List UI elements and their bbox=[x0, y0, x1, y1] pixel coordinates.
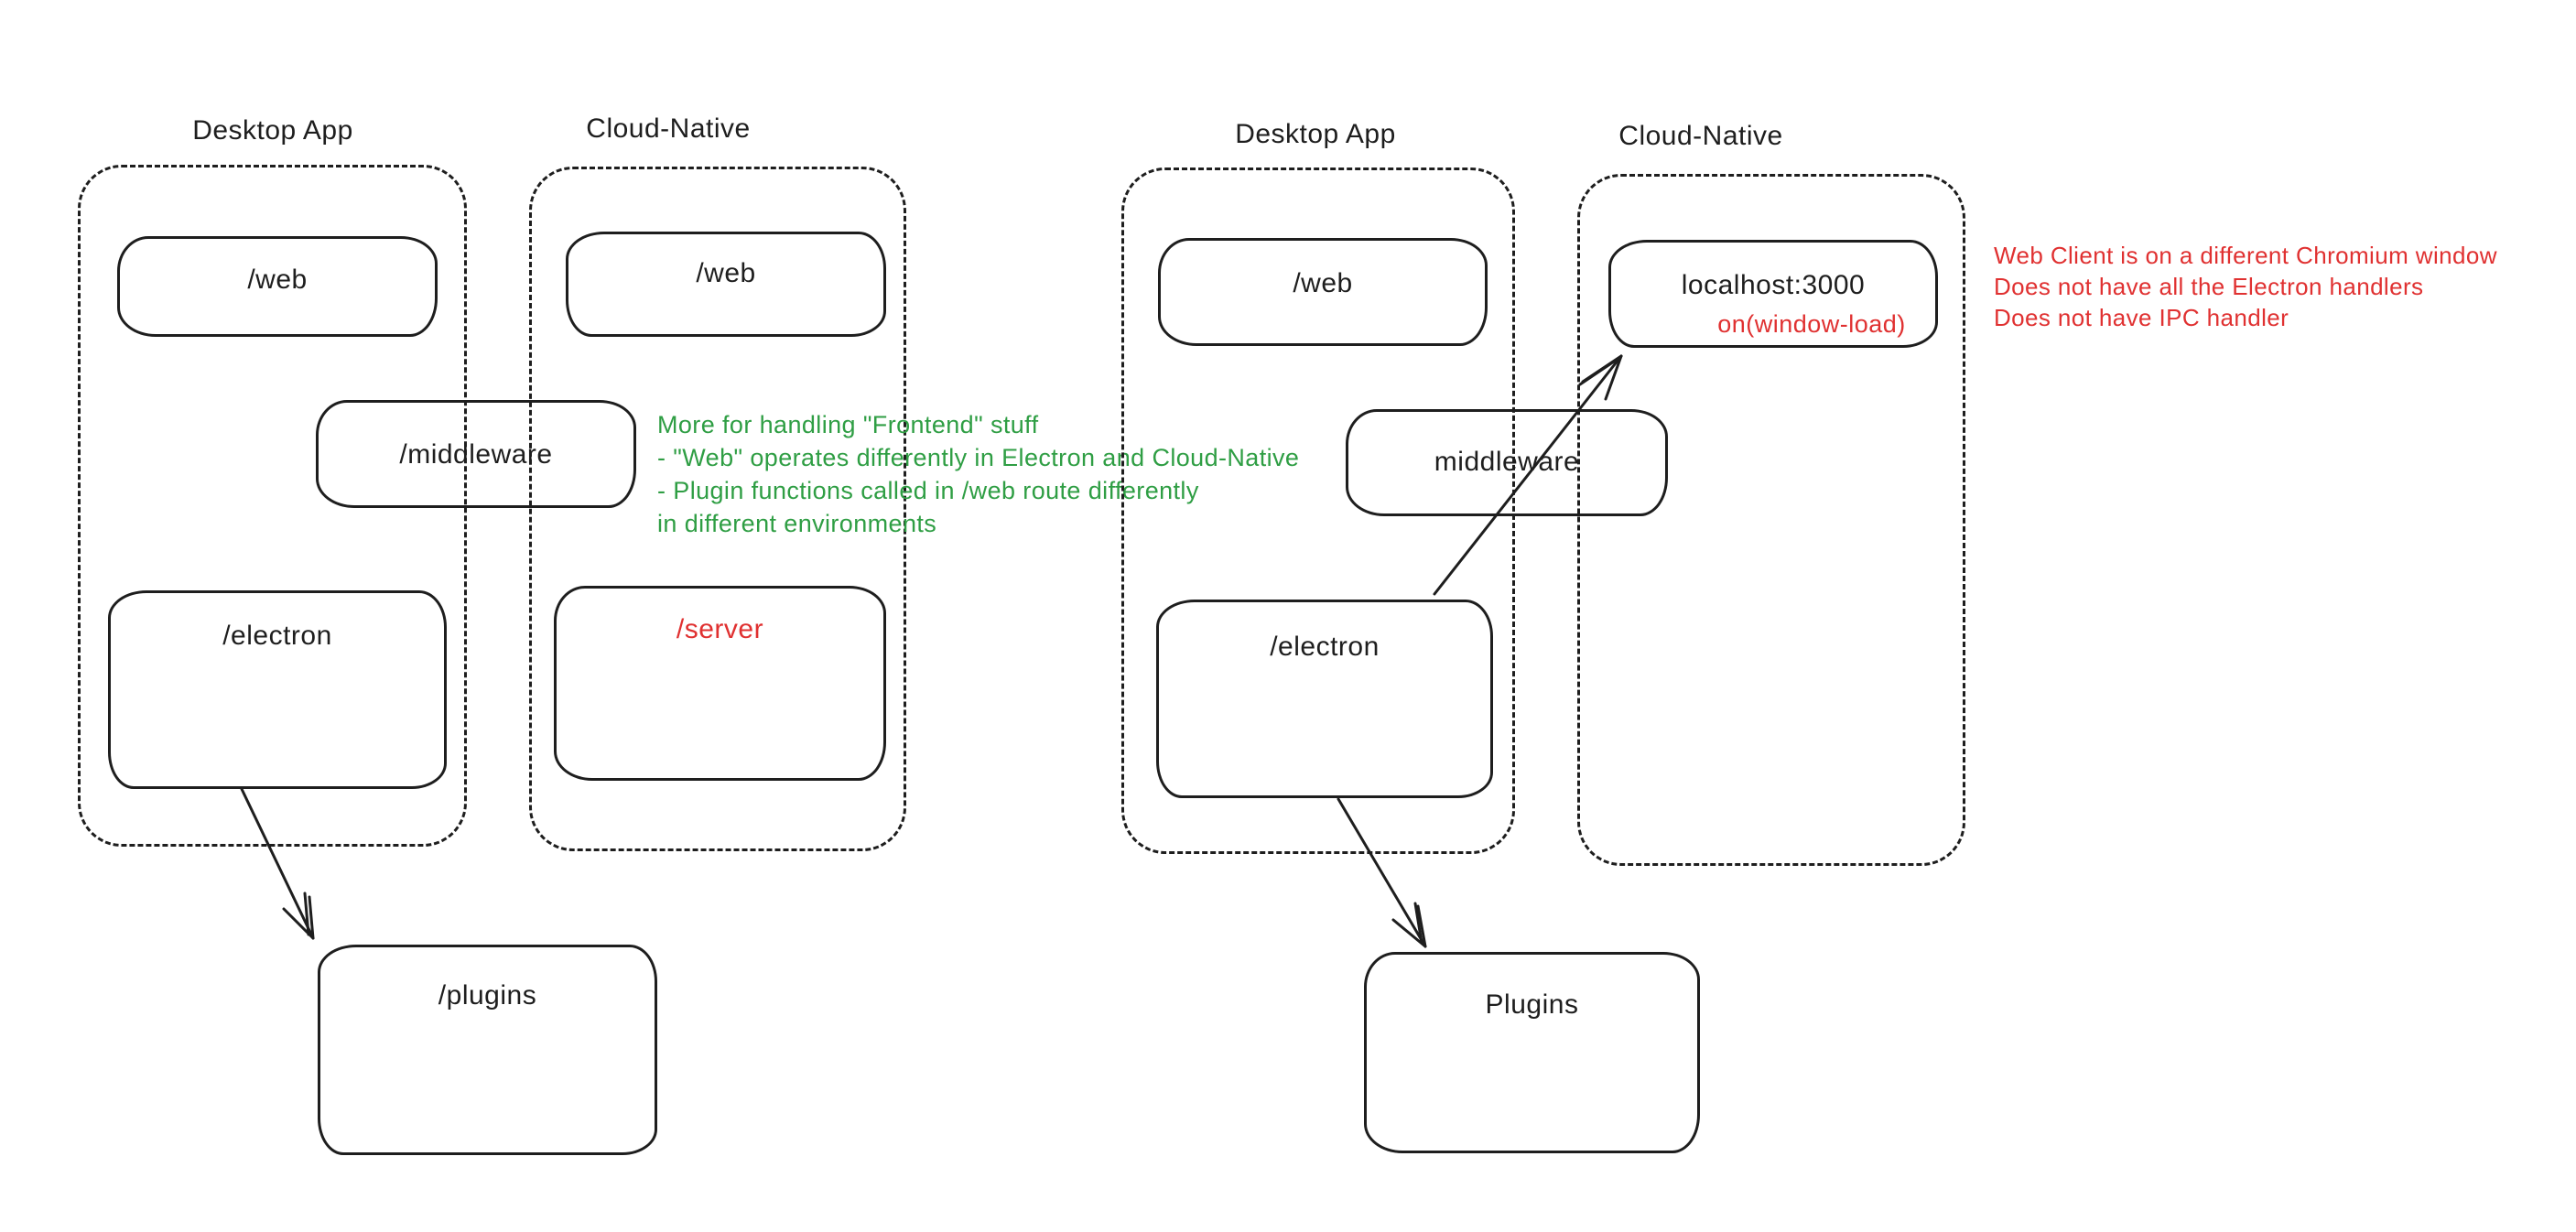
left-plugins-node: /plugins bbox=[318, 945, 657, 1155]
left-electron-node: /electron bbox=[108, 590, 447, 789]
left-desktop-app-label: Desktop App bbox=[192, 115, 353, 146]
right-plugins-label: Plugins bbox=[1485, 989, 1579, 1020]
left-web-cloud-label: /web bbox=[696, 258, 756, 288]
left-web-cloud-node: /web bbox=[566, 232, 886, 337]
right-web-label: /web bbox=[1293, 268, 1353, 298]
right-web-node: /web bbox=[1158, 238, 1488, 346]
left-middleware-node: /middleware bbox=[316, 400, 636, 508]
green-annotation-line: - Plugin functions called in /web route … bbox=[657, 477, 1199, 504]
green-annotation: More for handling "Frontend" stuff - "We… bbox=[657, 408, 1299, 540]
red-annotation-line: Web Client is on a different Chromium wi… bbox=[1994, 242, 2497, 269]
right-localhost-sublabel: on(window-load) bbox=[1717, 309, 1906, 338]
green-annotation-line: - "Web" operates differently in Electron… bbox=[657, 444, 1300, 471]
right-desktop-app-label: Desktop App bbox=[1235, 119, 1396, 149]
left-middleware-label: /middleware bbox=[399, 439, 553, 470]
left-server-node: /server bbox=[554, 586, 886, 781]
green-annotation-line: More for handling "Frontend" stuff bbox=[657, 411, 1039, 438]
green-annotation-line: in different environments bbox=[657, 510, 937, 537]
left-server-label: /server bbox=[676, 614, 764, 644]
red-annotation-line: Does not have IPC handler bbox=[1994, 304, 2289, 331]
left-plugins-label: /plugins bbox=[438, 980, 537, 1010]
left-electron-label: /electron bbox=[222, 621, 332, 651]
right-localhost-node: localhost:3000 on(window-load) bbox=[1608, 240, 1938, 348]
left-web-desktop-label: /web bbox=[247, 265, 308, 295]
right-electron-label: /electron bbox=[1270, 632, 1380, 662]
right-middleware-node: middleware bbox=[1346, 409, 1668, 516]
right-localhost-label: localhost:3000 bbox=[1681, 269, 1866, 300]
right-middleware-label: middleware bbox=[1434, 447, 1580, 477]
red-annotation-line: Does not have all the Electron handlers bbox=[1994, 273, 2424, 300]
left-cloud-native-container bbox=[529, 167, 906, 851]
left-cloud-native-label: Cloud-Native bbox=[586, 113, 751, 144]
right-cloud-native-label: Cloud-Native bbox=[1618, 121, 1783, 151]
right-electron-node: /electron bbox=[1156, 600, 1493, 798]
right-plugins-node: Plugins bbox=[1364, 952, 1700, 1153]
red-annotation: Web Client is on a different Chromium wi… bbox=[1994, 240, 2497, 333]
left-web-desktop-node: /web bbox=[117, 236, 438, 337]
